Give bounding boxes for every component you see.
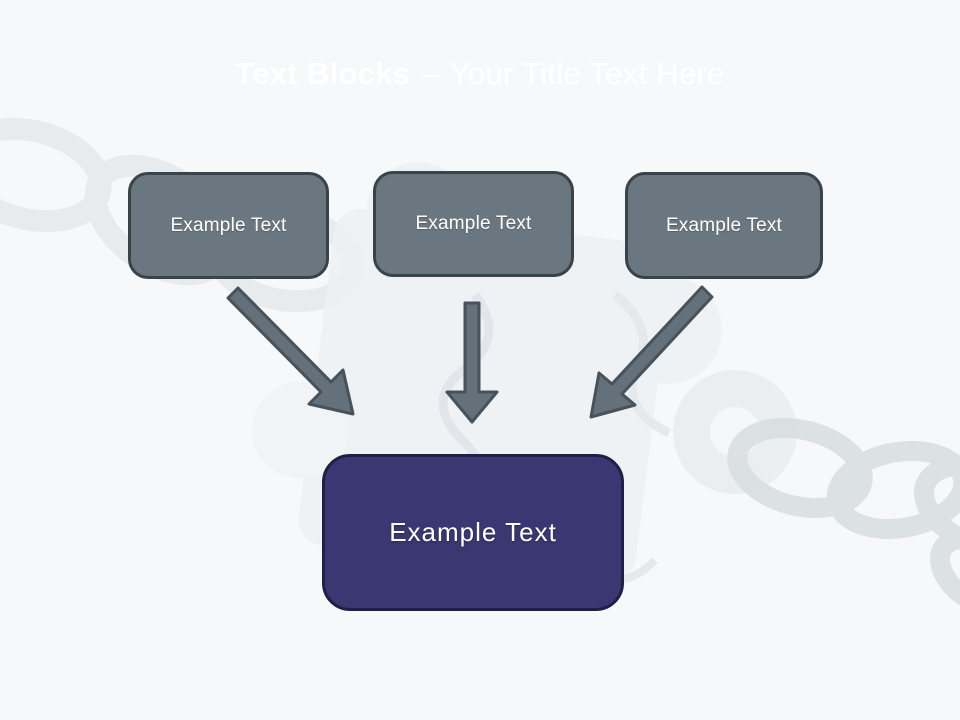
source-box-2: Example Text <box>373 171 574 277</box>
source-box-2-label: Example Text <box>415 213 532 234</box>
source-box-3: Example Text <box>625 172 823 279</box>
source-box-1: Example Text <box>128 172 329 279</box>
title-emphasis: Text Blocks <box>235 56 411 91</box>
title-separator: – <box>422 56 440 91</box>
arrow-down-right-icon <box>226 286 355 416</box>
target-box-label: Example Text <box>389 517 557 547</box>
chain-icon <box>727 418 960 615</box>
slide-title: Text Blocks–Your Title Text Here <box>0 52 960 96</box>
arrow-down-icon <box>445 301 499 424</box>
source-box-1-label: Example Text <box>170 214 287 236</box>
title-subtitle: Your Title Text Here <box>449 56 725 91</box>
source-box-3-label: Example Text <box>665 214 783 236</box>
target-box: Example Text <box>322 454 624 611</box>
arrow-down-left-icon <box>589 285 714 419</box>
